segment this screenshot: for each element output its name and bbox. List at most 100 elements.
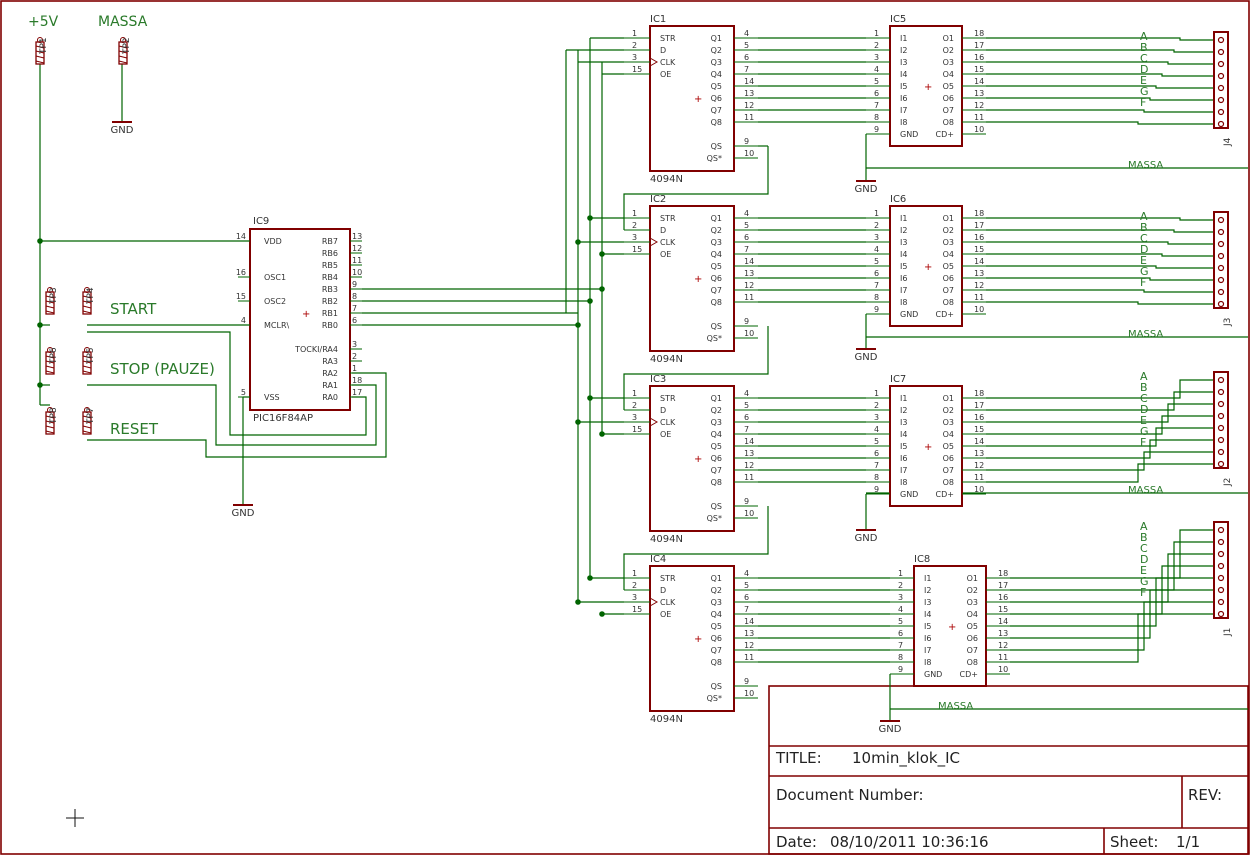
driver-pin-num: 12 bbox=[974, 281, 984, 290]
test-point-hatch bbox=[35, 60, 45, 64]
clock-marker bbox=[649, 57, 659, 67]
segment-label: G bbox=[1140, 425, 1149, 438]
connector-name: J3 bbox=[1223, 318, 1233, 327]
junction-dot bbox=[587, 215, 593, 221]
connector-pin bbox=[1217, 120, 1225, 128]
driver-pin-name: I4 bbox=[900, 70, 907, 79]
shift-register-part: 4094N bbox=[650, 714, 683, 725]
connector-pin bbox=[1217, 48, 1225, 56]
segment-label: F bbox=[1140, 276, 1146, 289]
junction-dot bbox=[599, 251, 605, 257]
ic9-pin-num: 3 bbox=[352, 340, 357, 349]
test-point-hatch bbox=[45, 415, 55, 419]
driver-pin-num: 12 bbox=[974, 461, 984, 470]
junction-dot bbox=[37, 238, 43, 244]
driver-origin: + bbox=[924, 82, 932, 93]
shift-register-pin-name: OE bbox=[660, 70, 671, 79]
connector-pin bbox=[1217, 610, 1225, 618]
driver-pin-name: I1 bbox=[900, 214, 907, 223]
labels-layer: +5V MASSA START STOP (PAUZE) RESET bbox=[28, 14, 215, 438]
junction-dot bbox=[37, 382, 43, 388]
title-block: TITLE: 10min_klok_IC Document Number: RE… bbox=[775, 749, 1222, 851]
driver-pin-name: O6 bbox=[943, 454, 954, 463]
massa-label-top: MASSA bbox=[98, 14, 148, 30]
shift-register-pin-name: Q4 bbox=[711, 70, 722, 79]
segment-wire bbox=[986, 277, 1214, 281]
driver-pin-num: 3 bbox=[874, 233, 879, 242]
driver-pin-name: O5 bbox=[943, 442, 954, 451]
shift-register-pin-num: 13 bbox=[744, 449, 754, 458]
tp1: TP1 bbox=[35, 37, 49, 65]
shift-register-pin-name: Q4 bbox=[711, 250, 722, 259]
shift-register-pin-num: 3 bbox=[632, 593, 637, 602]
connector-pin bbox=[1217, 400, 1225, 408]
shift-register-pin-num: 6 bbox=[744, 413, 749, 422]
ic9-pin-name: VSS bbox=[264, 393, 280, 402]
tp5: TP5 bbox=[82, 347, 96, 375]
connector-pin bbox=[1217, 538, 1225, 546]
ic9-pin-num: 8 bbox=[352, 292, 357, 301]
driver-pin-num: 8 bbox=[874, 473, 879, 482]
driver-origin: + bbox=[924, 442, 932, 453]
driver-pin-name: I8 bbox=[900, 478, 907, 487]
connector-body bbox=[1213, 31, 1229, 129]
shift-register-pin-num: 1 bbox=[632, 569, 637, 578]
tp3: TP3 bbox=[45, 287, 59, 315]
test-point-hatch bbox=[45, 430, 55, 434]
shift-register-part: 4094N bbox=[650, 354, 683, 365]
ic9-pic16f84: IC9PIC16F84AP+VDD14OSC116OSC215MCLR\4VSS… bbox=[236, 216, 362, 424]
shift-register-pin-name: Q6 bbox=[711, 274, 722, 283]
shift-register-pin-num: 6 bbox=[744, 593, 749, 602]
driver-name: IC6 bbox=[890, 194, 906, 205]
shift-register-pin-name: Q2 bbox=[711, 406, 722, 415]
shift-register-pin-num: 11 bbox=[744, 653, 754, 662]
shift-register-pin-num: 4 bbox=[744, 389, 749, 398]
driver-pin-name: O7 bbox=[943, 466, 954, 475]
shift-register-pin-name: Q8 bbox=[711, 658, 722, 667]
gnd-label: GND bbox=[879, 724, 902, 735]
shift-register-pin-num: 15 bbox=[632, 65, 642, 74]
driver-pin-num: 5 bbox=[874, 77, 879, 86]
driver-pin-num: 18 bbox=[974, 209, 984, 218]
connector-pin bbox=[1217, 424, 1225, 432]
shift-register-pin-num: 2 bbox=[632, 221, 637, 230]
shift-register-origin: + bbox=[694, 94, 702, 105]
connector-pin bbox=[1217, 412, 1225, 420]
shift-register-pin-num: 10 bbox=[744, 689, 754, 698]
shift-register-pin-num: 14 bbox=[744, 77, 754, 86]
driver-name: IC7 bbox=[890, 374, 906, 385]
driver-pin-name: I8 bbox=[900, 118, 907, 127]
driver-pin-num: 17 bbox=[974, 221, 984, 230]
driver-pin-num: 4 bbox=[898, 605, 903, 614]
test-point-head bbox=[37, 37, 43, 43]
driver-pin-name: I5 bbox=[900, 82, 907, 91]
massa-label: MASSA bbox=[1128, 485, 1163, 496]
shift-register-pin-name: Q8 bbox=[711, 118, 722, 127]
driver-pin-num: 11 bbox=[974, 473, 984, 482]
driver-pin-name: O4 bbox=[943, 70, 954, 79]
segment-wire bbox=[986, 427, 1214, 447]
shift-register-pin-name: Q1 bbox=[711, 214, 722, 223]
shift-register-pin-name: QS bbox=[711, 142, 722, 151]
shift-register-pin-name: Q7 bbox=[711, 286, 722, 295]
massa-label: MASSA bbox=[938, 701, 973, 712]
driver-pin-num: 16 bbox=[974, 233, 984, 242]
connector-pin bbox=[1217, 376, 1225, 384]
connector-pin bbox=[1217, 388, 1225, 396]
shift-register-4: IC44094N+STR1D2CLK3OE15Q14Q25Q36Q47Q514Q… bbox=[624, 554, 758, 725]
segment-label: D bbox=[1140, 63, 1148, 76]
gnd-label: GND bbox=[855, 184, 878, 195]
shift-register-pin-num: 6 bbox=[744, 233, 749, 242]
shift-register-part: 4094N bbox=[650, 174, 683, 185]
driver-pin-name: I1 bbox=[900, 34, 907, 43]
wire-layer bbox=[37, 37, 1248, 721]
shift-register-pin-name: Q1 bbox=[711, 574, 722, 583]
driver-pin-name: O3 bbox=[943, 58, 954, 67]
segment-wire bbox=[986, 109, 1214, 113]
driver-pin-num: 11 bbox=[974, 113, 984, 122]
serial-chain bbox=[623, 326, 769, 410]
test-point-hatch bbox=[82, 430, 92, 434]
sheet-label: Sheet: bbox=[1110, 833, 1158, 851]
connector-pin bbox=[1217, 448, 1225, 456]
